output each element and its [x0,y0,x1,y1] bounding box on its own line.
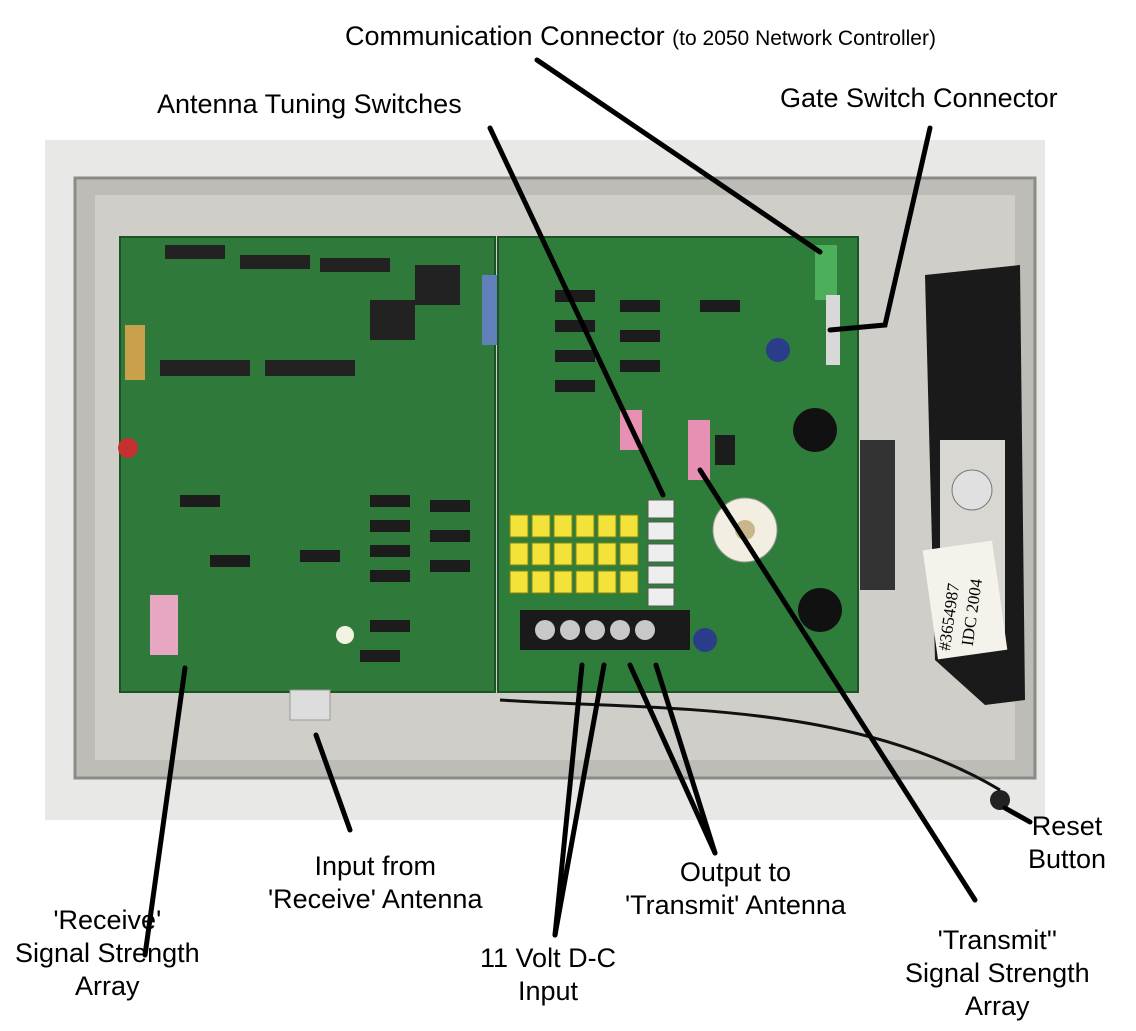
receiver-board [118,236,504,721]
transmit-signal-strength-array [688,420,710,480]
antenna-tuning-switches[interactable] [647,499,675,607]
handwritten-tag [922,540,1008,660]
label-line: Input from [314,851,437,881]
label-line: Array [75,971,140,1001]
label-line: Input [518,976,579,1006]
label-dc-input: 11 Volt D-C Input [480,942,616,1008]
label-line: 'Receive' Antenna [268,884,483,914]
label-line: Reset [1031,811,1103,841]
label-note: (to 2050 Network Controller) [672,27,936,50]
label-antenna-tuning-switches: Antenna Tuning Switches [157,89,462,119]
label-communication-connector: Communication Connector (to 2050 Network… [345,20,936,55]
leader-lines [142,57,1033,958]
transmitter-board [497,236,859,693]
label-line: 11 Volt D-C [480,943,617,973]
label-reset-button: Reset Button [1028,810,1106,876]
label-line: Button [1028,844,1107,874]
communication-connector [815,245,837,300]
label-line: Array [965,991,1030,1021]
label-transmit-signal-strength-array: 'Transmit'' Signal Strength Array [905,924,1090,1023]
label-gate-switch-connector: Gate Switch Connector [780,83,1058,113]
label-text: Communication Connector [345,21,665,51]
reset-button [990,790,1010,810]
label-output-transmit-antenna: Output to 'Transmit' Antenna [625,856,846,922]
label-line: Output to [679,857,791,887]
label-line: Signal Strength [905,958,1090,988]
label-line: 'Receive' [53,905,162,935]
label-line: 'Transmit'' [937,925,1058,955]
receive-signal-strength-array [150,595,178,655]
label-input-receive-antenna: Input from 'Receive' Antenna [268,850,482,916]
label-receive-signal-strength-array: 'Receive' Signal Strength Array [15,904,200,1003]
label-line: Signal Strength [15,938,200,968]
heatsink-bracket: #3654987 IDC 2004 [860,265,1025,705]
label-line: 'Transmit' Antenna [625,890,846,920]
